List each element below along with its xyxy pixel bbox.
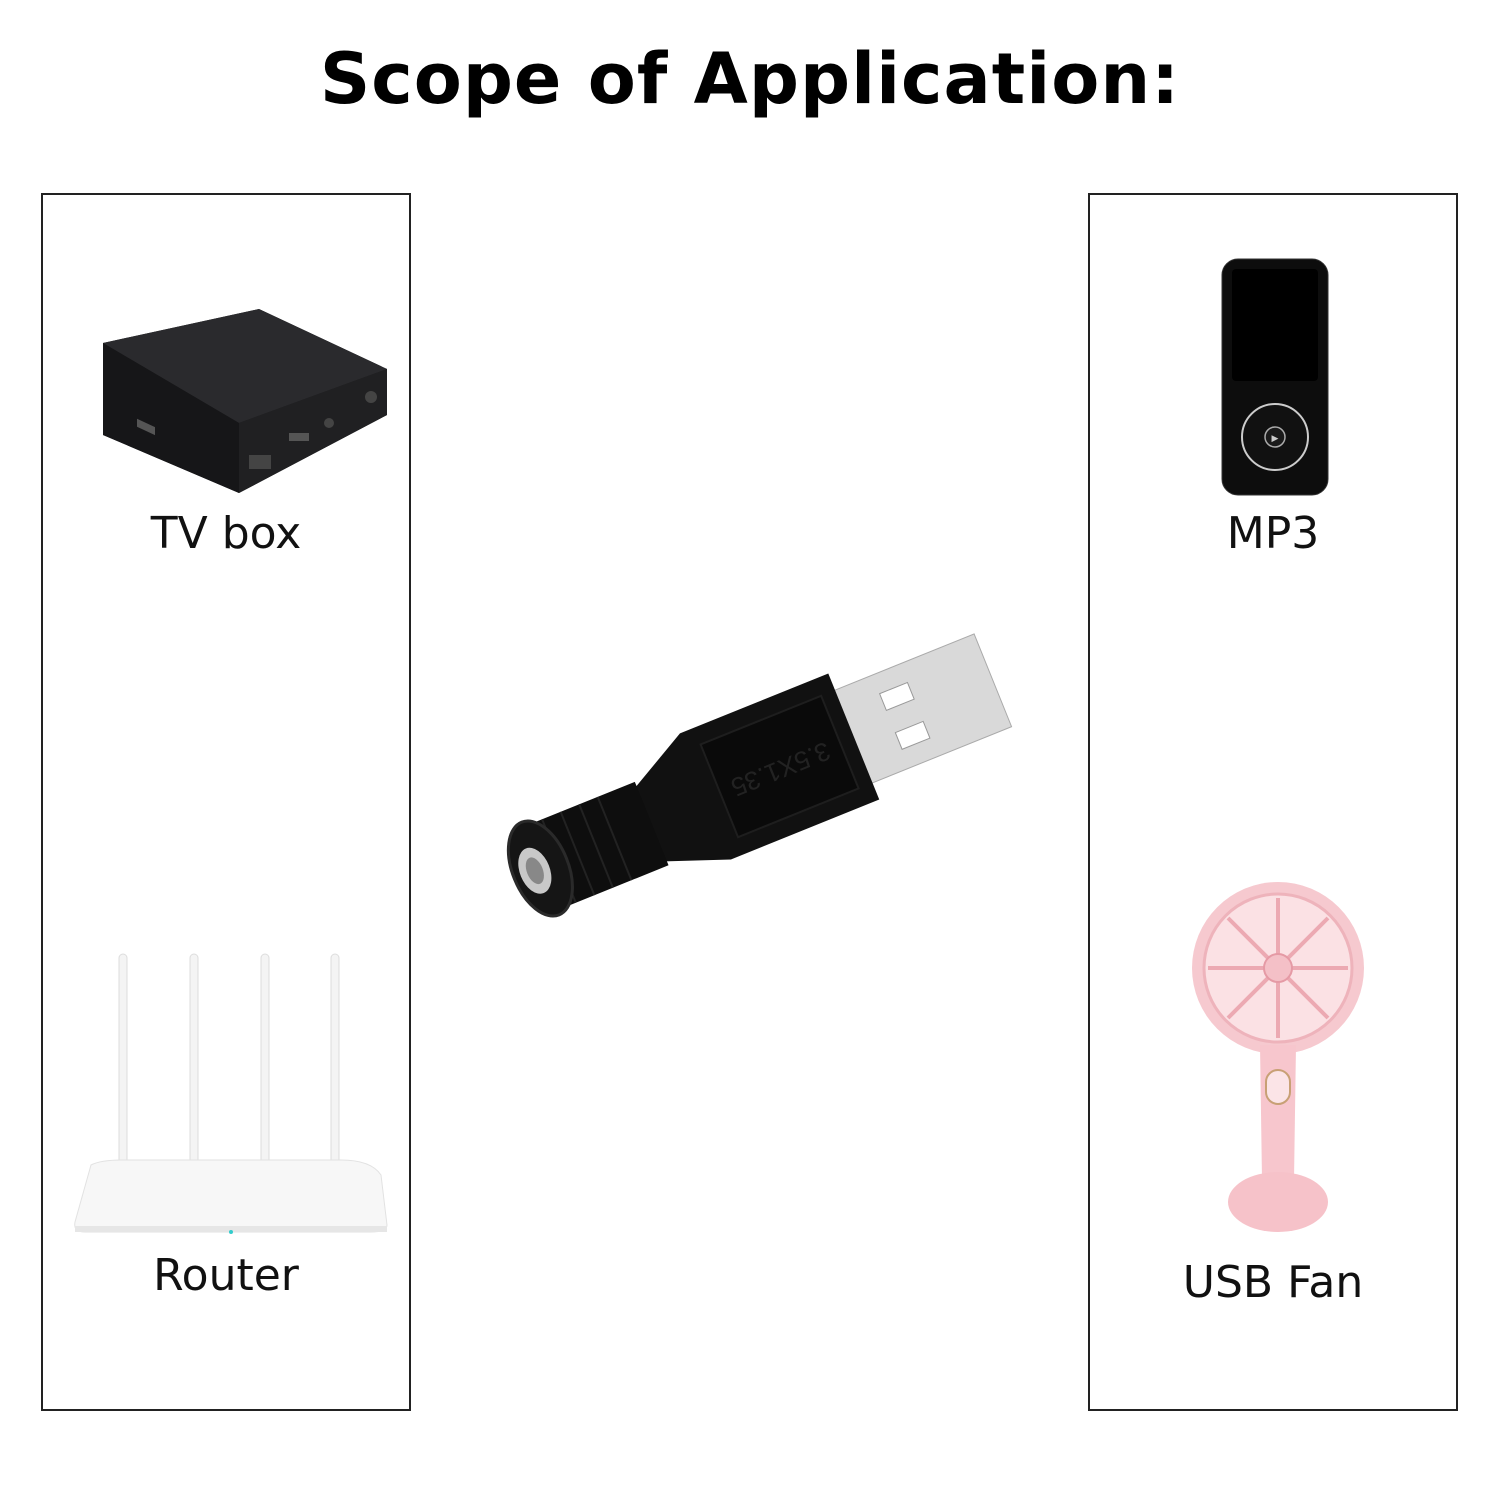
usb-dc-adapter-image: 3.5X1.35 xyxy=(506,633,1013,918)
usb-fan-label: USB Fan xyxy=(1182,1257,1364,1308)
svg-text:▶: ▶ xyxy=(1272,433,1279,443)
usb-fan-icon xyxy=(1192,882,1364,1232)
tv-box-icon xyxy=(103,309,387,493)
router-icon xyxy=(74,953,388,1234)
left-panel: TV box Router xyxy=(41,193,411,1411)
tv-box-label: TV box xyxy=(150,508,302,559)
right-panel: ▶ MP3 USB Fan xyxy=(1088,193,1458,1411)
page-title: Scope of Application: xyxy=(319,38,1181,120)
mp3-label: MP3 xyxy=(1226,508,1320,559)
mp3-player-icon: ▶ xyxy=(1221,258,1329,496)
router-label: Router xyxy=(153,1250,299,1301)
